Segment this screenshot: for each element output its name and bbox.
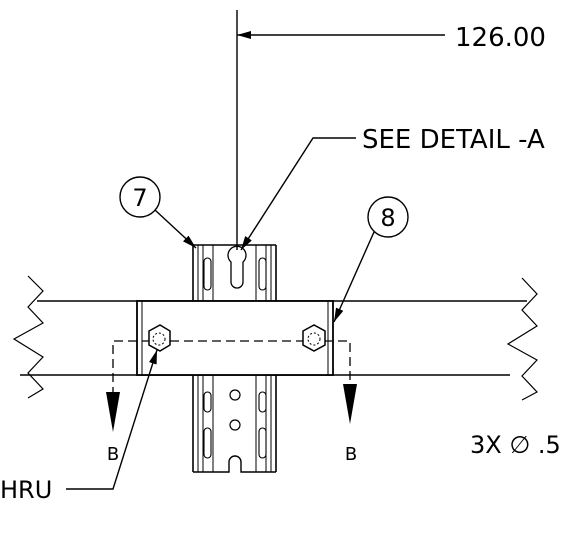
vertical-channel-lower	[192, 375, 277, 473]
bottom-slot	[193, 455, 276, 473]
balloon-7-label: 7	[132, 184, 147, 212]
thru-note: HRU	[0, 476, 52, 504]
right-break-line	[506, 277, 538, 401]
section-arrow-left	[106, 392, 120, 432]
hole	[229, 419, 241, 431]
hole-note: 3X ∅ .5	[470, 431, 561, 459]
detail-callout: SEE DETAIL -A	[240, 125, 545, 251]
left-break-line	[12, 275, 44, 399]
balloon-7: 7	[119, 176, 197, 249]
balloon-8-label: 8	[380, 204, 395, 232]
hex-bolt-left	[148, 324, 171, 352]
dimension-value: 126.00	[455, 23, 546, 53]
dimension-126: 126.00	[236, 10, 546, 250]
thru-note-callout: HRU	[0, 349, 158, 504]
detail-note: SEE DETAIL -A	[362, 125, 545, 155]
bracket-plate	[136, 300, 334, 376]
hex-bolt-right	[302, 324, 326, 352]
keyhole-slot	[227, 245, 247, 289]
vertical-channel-upper	[192, 244, 277, 301]
hole	[229, 389, 241, 401]
section-label-right: B	[345, 444, 357, 465]
section-arrow-right	[343, 384, 357, 424]
section-label-left: B	[107, 444, 119, 465]
balloon-8: 8	[333, 196, 409, 323]
section-line-b: B B	[106, 340, 357, 465]
